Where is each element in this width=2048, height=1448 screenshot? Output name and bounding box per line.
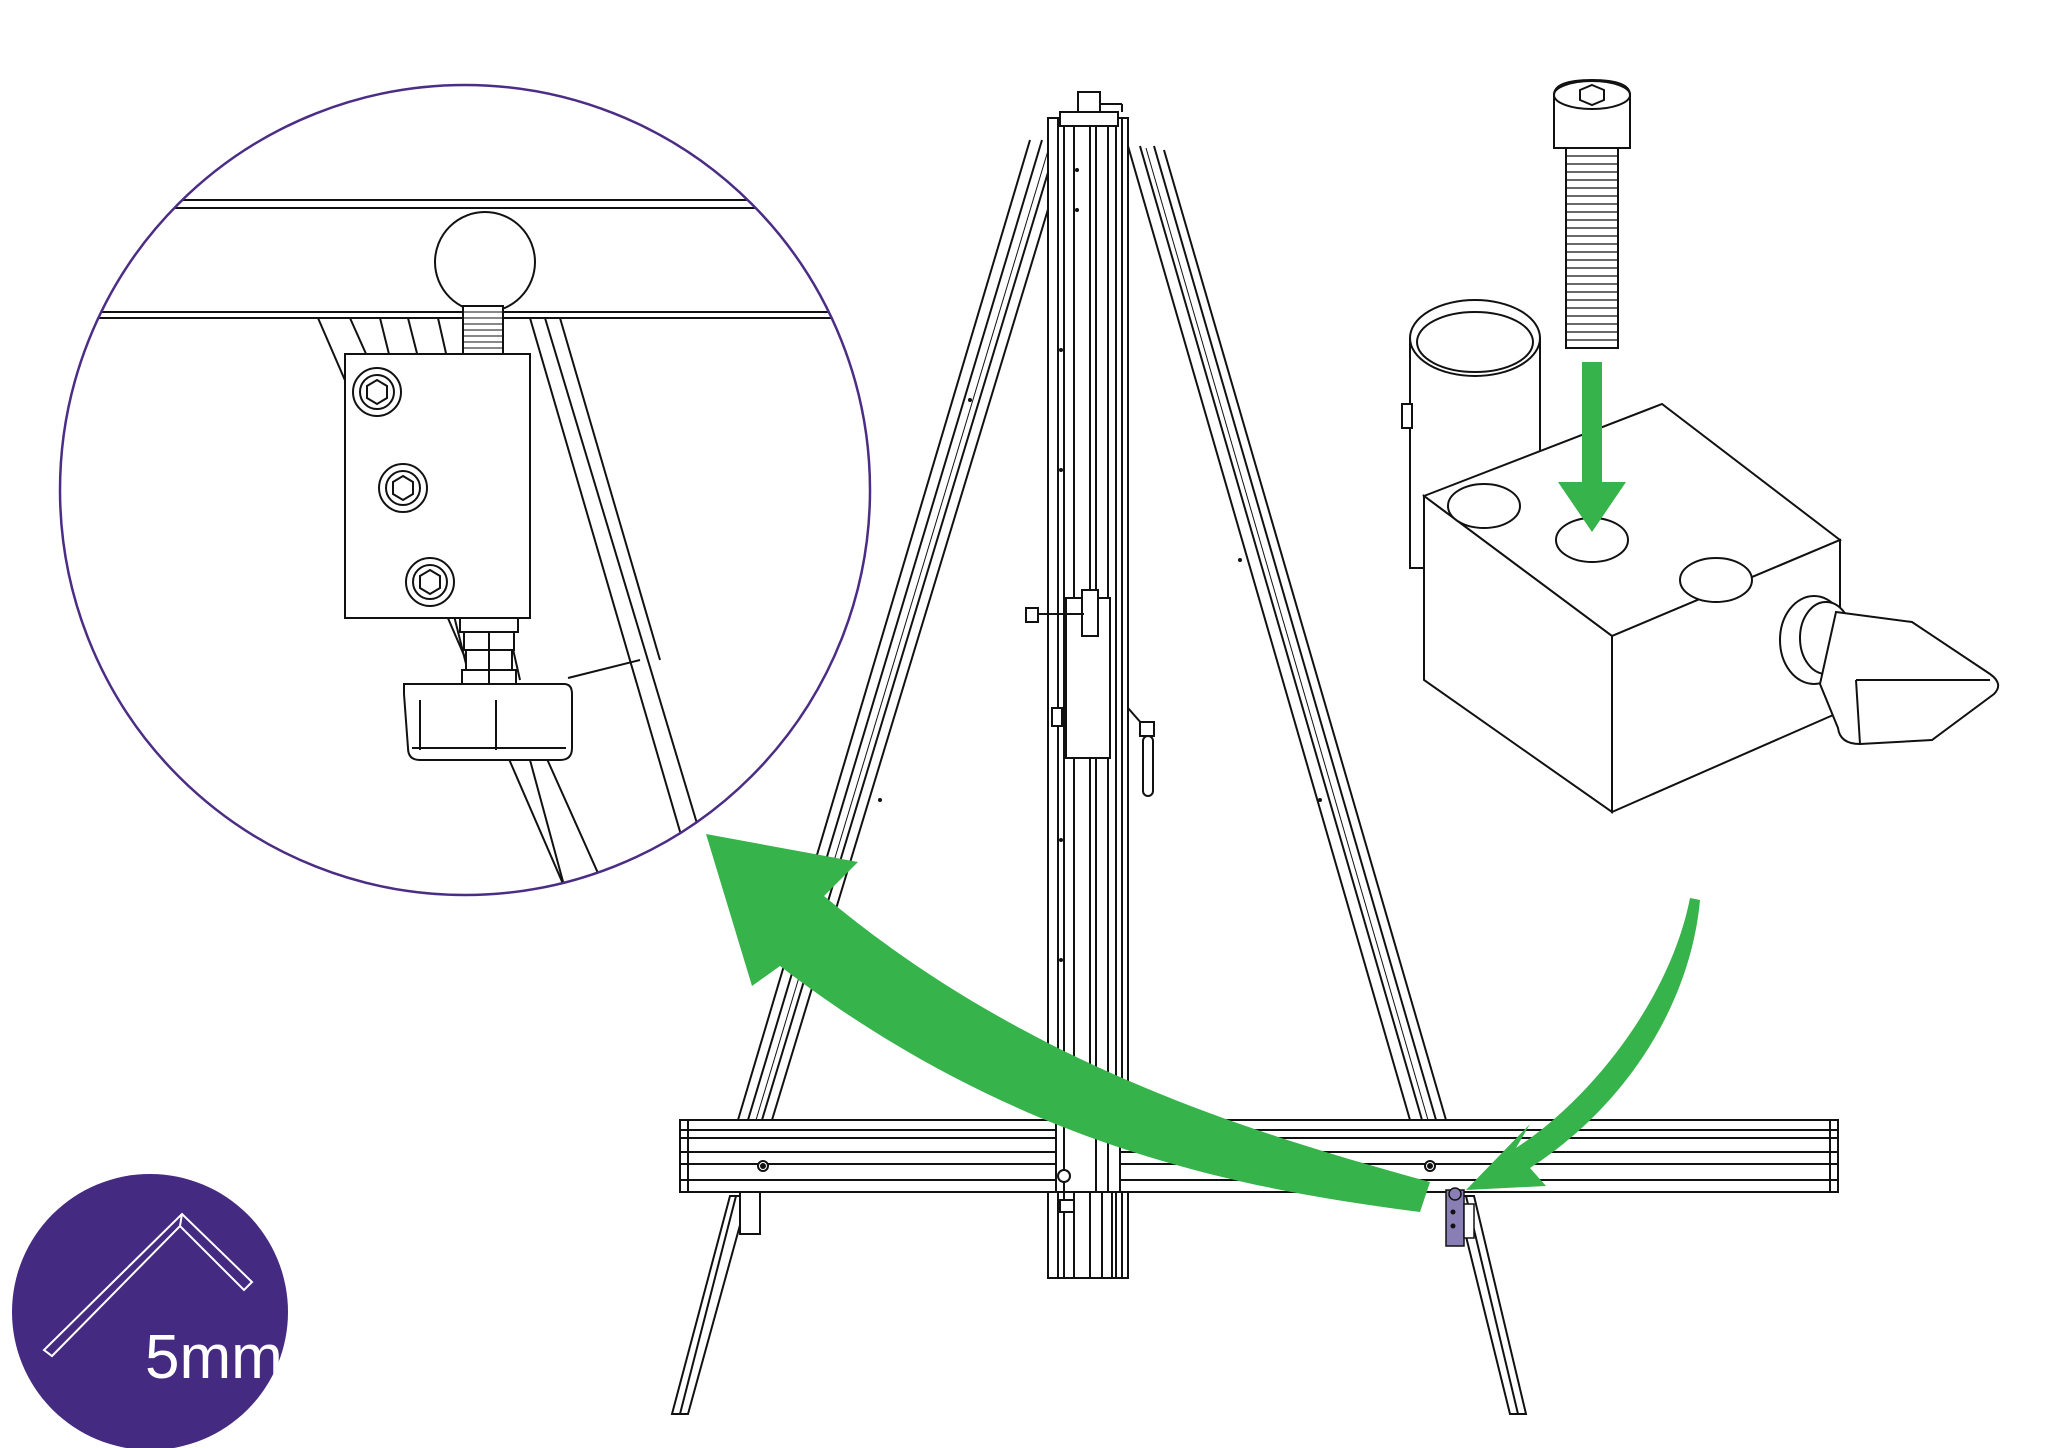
clamp-block-detail [1401,78,2000,814]
mast-holes [878,168,1322,962]
green-arrows [706,362,1700,1212]
hex-screw-middle [378,463,428,513]
block-body [1421,402,1842,814]
tool-badge: 5mm [12,1174,288,1448]
right-leg [1127,145,1447,1121]
highlighted-clamp [1445,1187,1475,1247]
magnify-arrow [706,834,1430,1212]
t-handle-knob [1779,595,2000,746]
socket-head-cap-screw-icon [1553,78,1631,349]
hex-screw-top [352,367,402,417]
lower-legs [670,1191,1528,1415]
tool-size-label: 5mm [145,1323,283,1392]
hex-key-icon [42,1212,254,1358]
hex-screw-bottom [405,557,455,607]
detail-circle-outline [58,83,872,897]
insert-arrow [1558,362,1626,532]
detail-callout [58,83,872,897]
